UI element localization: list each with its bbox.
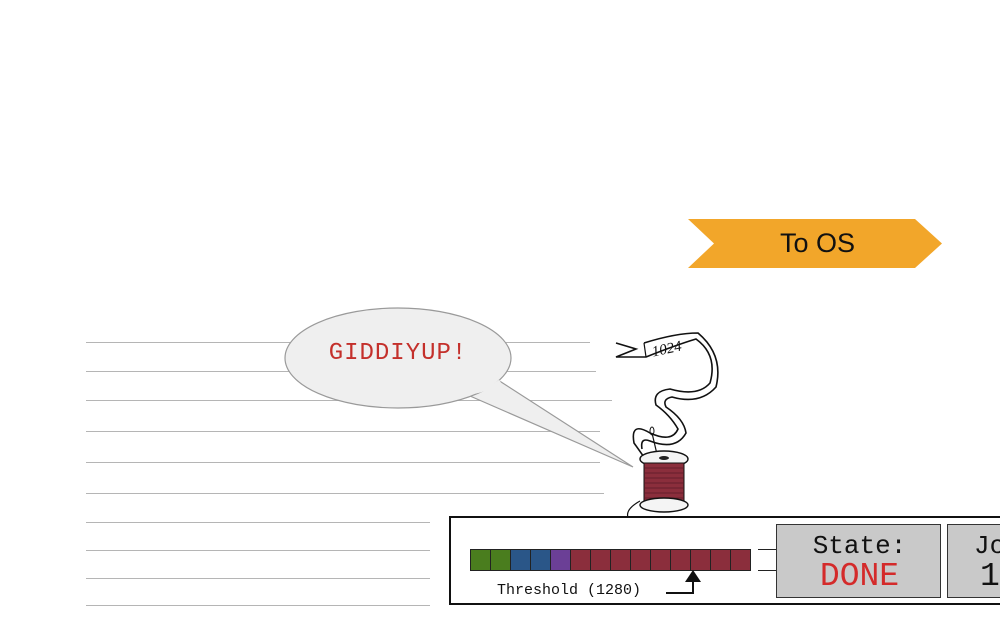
notebook-line [86,550,430,551]
speech-bubble-text: GIDDIYUP! [328,340,468,367]
threshold-arrow-icon [666,570,701,594]
memory-cell [550,549,571,571]
memory-cell [510,549,531,571]
state-label: State: [812,531,907,561]
threshold-label: Threshold (1280) [497,582,642,599]
state-value: DONE [819,558,900,595]
notebook-line [86,522,430,523]
notebook-line [86,578,430,579]
memory-cell [470,549,491,571]
memory-cell [490,549,511,571]
job-label: Jo [974,531,1000,561]
to-os-label: To OS [779,228,856,258]
to-os-banner: To OS [688,219,943,268]
state-box: State: DONE [776,524,941,598]
memory-cell [610,549,631,571]
memory-cell [570,549,591,571]
memory-bar-empty-cell [758,549,778,571]
memory-bar [470,549,751,571]
thread-spool-icon: 1024 [615,332,719,532]
notebook-line [86,493,604,494]
memory-cell [630,549,651,571]
job-box: Jo 1 [947,524,1000,598]
memory-cell [530,549,551,571]
ribbon-number: 1024 [651,338,684,360]
notebook-line [86,462,600,463]
notebook-line [86,605,430,606]
job-value: 1 [980,558,1000,595]
memory-cell [590,549,611,571]
arrow-shape-icon [688,219,942,268]
notebook-line [86,431,600,432]
memory-cell [730,549,751,571]
memory-cell [710,549,731,571]
